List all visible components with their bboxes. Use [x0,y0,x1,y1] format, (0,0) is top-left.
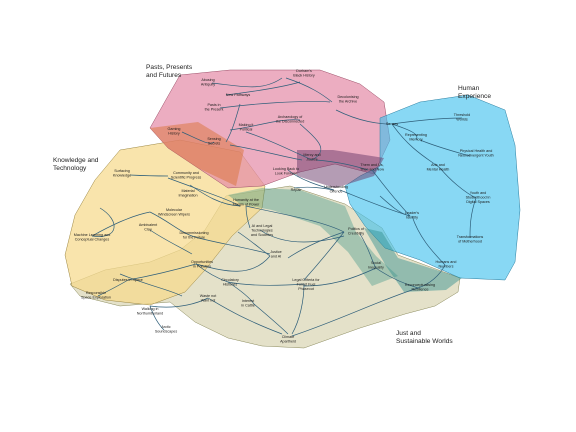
node-them-and-us[interactable]: Them and Us,Then and Now [360,163,384,172]
theme-label-just: Just and Sustainable Worlds [396,330,453,345]
overlap-knowledge-pasts [150,122,244,186]
overlap-knowledge-just-human [228,188,398,286]
theme-label-pasts: Pasts, Presents and Futures [146,64,194,79]
node-repair[interactable]: Repair [291,188,303,192]
connection-lines [91,77,477,337]
node-senses[interactable]: Senses [386,122,398,126]
theme-label-human: Human Experience [458,85,491,100]
node-disputes-space[interactable]: Disputes in Space [113,278,143,282]
theme-label-knowledge: Knowledge and Technology [53,157,100,172]
node-new-pathways[interactable]: New Pathways [226,93,251,97]
overlap-pasts-human [297,150,384,188]
